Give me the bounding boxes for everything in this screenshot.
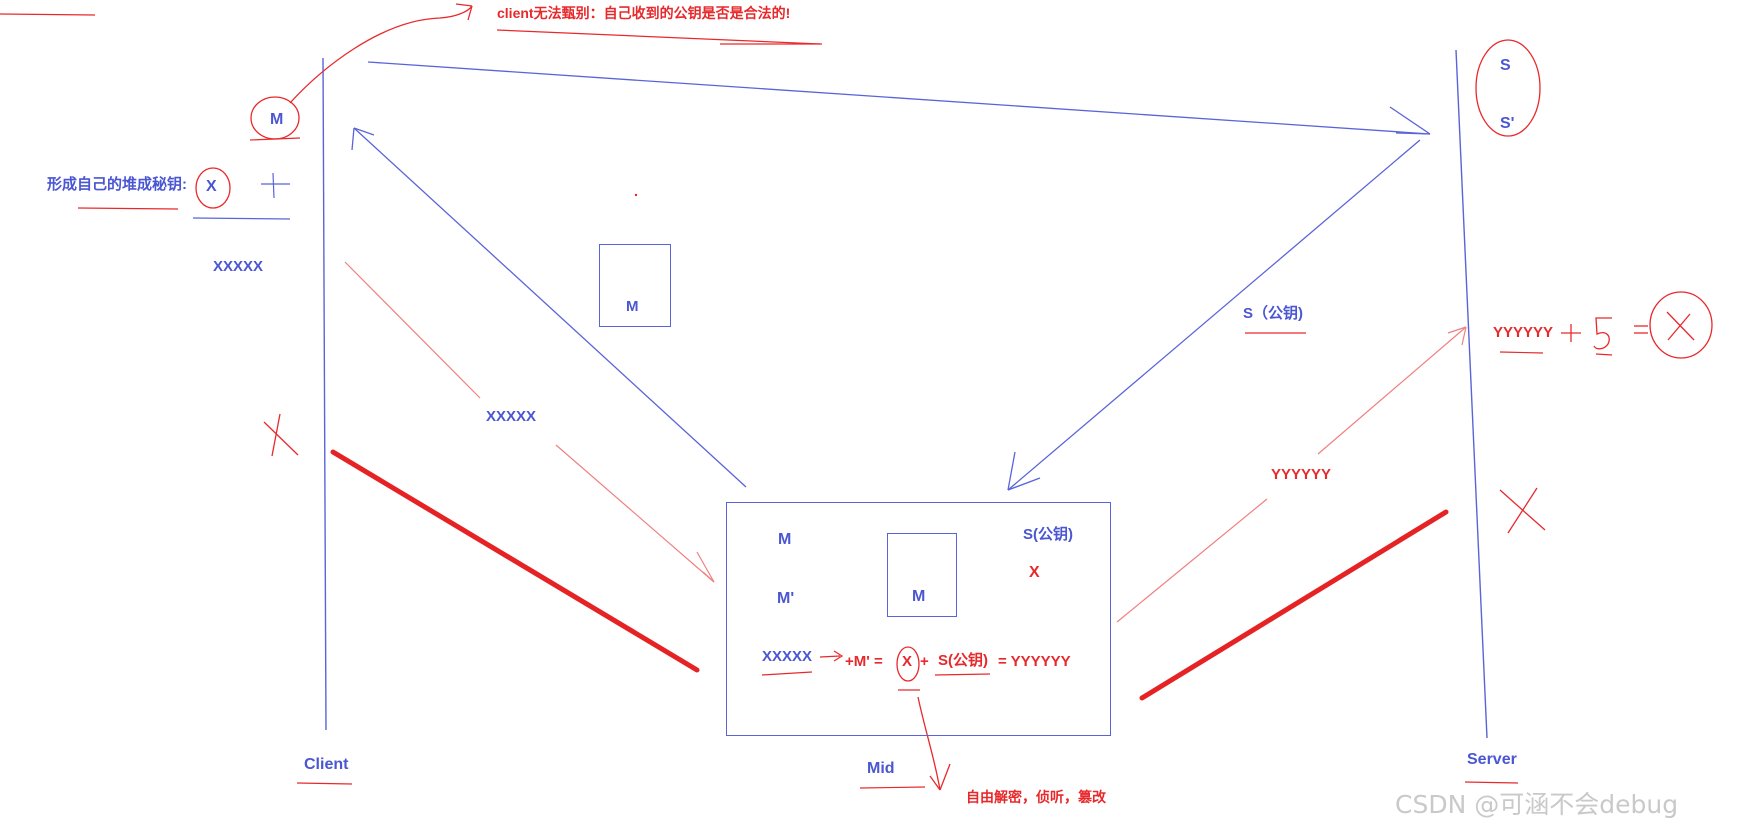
mid-x-label: X: [1029, 564, 1040, 581]
underline-form-key: [77, 207, 179, 210]
underline-xxxxx-eq: [761, 671, 813, 676]
client-lifeline: [322, 57, 327, 731]
underline-yyyyyy: [1499, 351, 1544, 354]
client-m-label: M: [270, 111, 284, 128]
underline-server-label: [1464, 781, 1519, 784]
underline-client-label: [296, 782, 353, 785]
mid-s-pubkey-label: S(公钥): [1023, 526, 1073, 543]
circle-s-server: [1475, 39, 1541, 137]
circle-x-server: [1649, 291, 1713, 359]
stray-dot: [634, 193, 638, 197]
arrow-xxxxx-label: XXXXX: [486, 408, 537, 425]
eq-plus-m-prime: +M' =: [845, 653, 883, 670]
blocked-line-server: [1139, 509, 1449, 701]
client-label: Client: [304, 756, 349, 773]
mid-inner-m-box: [887, 533, 957, 617]
underline-top-left: [0, 13, 96, 16]
floating-m-box: [599, 244, 671, 327]
separator-under-x: [192, 217, 291, 220]
mid-to-server-red-arrow-b: [1317, 326, 1467, 455]
watermark: CSDN @可涵不会debug: [1395, 790, 1679, 819]
client-to-mid-red-arrow-a: [344, 261, 481, 399]
arrow-s-pubkey-label: S（公钥): [1243, 305, 1304, 322]
underline-s-eq: [934, 673, 991, 676]
server-lifeline: [1455, 49, 1488, 739]
server-s-label: S: [1500, 57, 1511, 74]
client-to-server-arrow: [367, 61, 1431, 135]
mid-m-prime-label: M': [777, 590, 795, 607]
eq-xxxxx: XXXXX: [762, 648, 813, 665]
eq-x: X: [902, 653, 913, 670]
mid-m-label: M: [778, 531, 792, 548]
server-to-mid-arrow: [1007, 139, 1421, 491]
server-s-prime-label: S': [1500, 115, 1515, 132]
server-label: Server: [1467, 751, 1517, 768]
circle-x-client: [195, 167, 231, 209]
handwritten-plus-s-prime: [1561, 311, 1695, 356]
plus-sign-client: [261, 172, 290, 199]
eq-small-arrow: [819, 655, 841, 658]
eq-plus: +: [920, 653, 929, 670]
server-yyyyyy-label: YYYYYY: [1493, 324, 1554, 341]
underline-m-client: [249, 137, 301, 141]
client-cannot-verify-note: client无法甄别：自己收到的公钥是否是合法的!: [497, 5, 791, 21]
eq-s-pubkey: S(公钥): [938, 652, 988, 669]
arrow-yyyyyy-label: YYYYYY: [1271, 466, 1332, 483]
client-xxxxx-label: XXXXX: [213, 258, 264, 275]
cross-mark-server: [1499, 487, 1546, 534]
mid-box-m-label: M: [912, 588, 926, 605]
form-own-key-label: 形成自己的堆成秘钥:: [47, 176, 187, 193]
circle-x-equation: [896, 646, 920, 682]
mid-capability-arrow: [917, 696, 941, 791]
client-to-mid-red-arrow-b: [555, 444, 715, 583]
eq-result: = YYYYYY: [998, 653, 1071, 670]
mid-to-server-red-arrow-a: [1116, 498, 1268, 623]
floating-box-m-label: M: [626, 298, 639, 315]
underline-mid-label: [859, 786, 926, 789]
callout-curve: [289, 5, 473, 104]
underline-title: [496, 29, 821, 45]
mid-label: Mid: [867, 760, 895, 777]
mid-box: [726, 502, 1111, 736]
mid-to-client-arrow: [353, 127, 747, 488]
cross-mark-client: [263, 413, 299, 457]
mid-capabilities-note: 自由解密，侦听，篡改: [966, 789, 1106, 805]
blocked-line-client: [330, 449, 700, 673]
client-x-label: X: [206, 178, 217, 195]
